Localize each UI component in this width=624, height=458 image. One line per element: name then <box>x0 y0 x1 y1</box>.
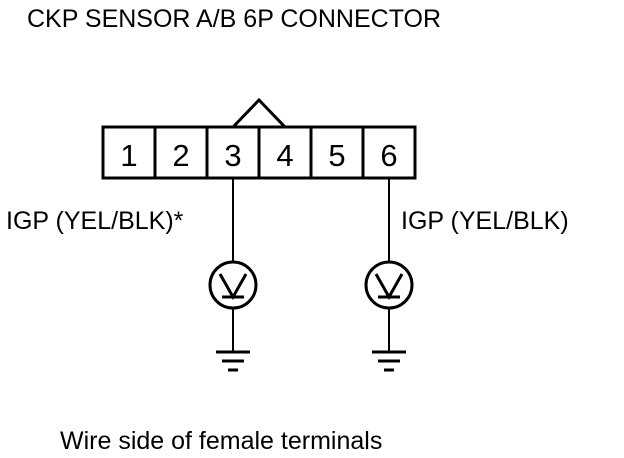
probe-label-pin-6: IGP (YEL/BLK) <box>401 207 569 235</box>
pin-number-6: 6 <box>380 138 397 173</box>
diagram-title: CKP SENSOR A/B 6P CONNECTOR <box>27 5 441 33</box>
ground-icon <box>372 350 406 372</box>
pin-number-3: 3 <box>224 138 241 173</box>
diagram-caption: Wire side of female terminals <box>60 427 382 455</box>
probe-label-pin-3: IGP (YEL/BLK)* <box>6 207 184 235</box>
voltmeter-icon <box>208 260 258 310</box>
connector-housing <box>101 125 417 180</box>
ground-icon <box>216 350 250 372</box>
connector-lock-tab <box>231 97 287 129</box>
pin-number-4: 4 <box>276 138 293 173</box>
voltmeter-icon <box>364 260 414 310</box>
pin-number-5: 5 <box>328 138 345 173</box>
pin-number-1: 1 <box>120 138 137 173</box>
pin-number-2: 2 <box>172 138 189 173</box>
